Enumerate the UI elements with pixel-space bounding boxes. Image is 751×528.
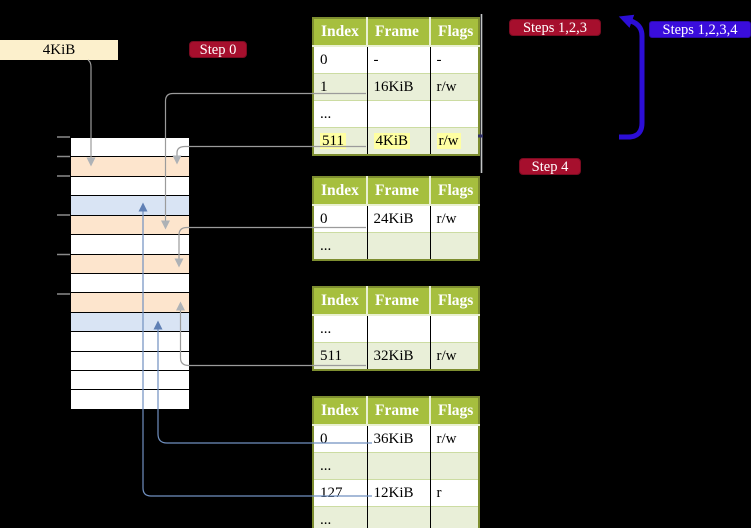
table-cell: [367, 100, 431, 128]
table-header-row: Index Frame Flags: [313, 18, 479, 47]
table-cell: r/w: [430, 127, 479, 155]
memory-row: [71, 371, 189, 391]
steps-123-badge: Steps 1,2,3: [509, 19, 601, 36]
page-size-text: 4KiB: [42, 42, 76, 58]
table-cell: 36KiB: [367, 424, 431, 453]
table-cell: r: [430, 479, 479, 507]
table-row: 1 16KiB r/w: [313, 73, 479, 101]
table-header-row: Index Frame Flags: [313, 397, 479, 426]
column-header: Flags: [430, 18, 479, 47]
table-cell: [367, 232, 431, 260]
table-cell: 16KiB: [367, 73, 431, 101]
memory-row: [71, 390, 189, 409]
table-row: 127 12KiB r: [313, 479, 479, 507]
column-header: Flags: [430, 397, 479, 426]
page-table-level-1: Index Frame Flags 0 36KiB r/w ... 127 12…: [312, 396, 480, 528]
memory-row: [71, 273, 189, 294]
table-cell: 511: [313, 127, 368, 155]
page-table-level-4: Index Frame Flags 0 - - 1 16KiB r/w ... …: [312, 17, 480, 156]
table-cell: r/w: [430, 424, 479, 453]
table-cell: 0: [313, 204, 368, 233]
table-cell: 1: [313, 73, 368, 101]
page-table-level-2: Index Frame Flags ... 511 32KiB r/w: [312, 286, 480, 371]
table-cell: ...: [313, 452, 368, 480]
table-row: 511 32KiB r/w: [313, 342, 479, 370]
table-cell: ...: [313, 314, 368, 343]
column-header: Flags: [430, 287, 479, 316]
memory-row: [71, 196, 189, 216]
table-cell: ...: [313, 100, 368, 128]
table-cell: 4KiB: [367, 127, 431, 155]
table-row: 0 - -: [313, 45, 479, 74]
table-row-highlighted: 511 4KiB r/w: [313, 127, 479, 155]
column-header: Index: [313, 177, 368, 206]
steps-123-text: Steps 1,2,3: [522, 20, 588, 36]
table-cell: [430, 314, 479, 343]
table-cell: 511: [313, 342, 368, 370]
memory-row: [71, 176, 189, 197]
table-cell: 12KiB: [367, 479, 431, 507]
table-cell: r/w: [430, 342, 479, 370]
column-header: Flags: [430, 177, 479, 206]
column-header: Index: [313, 287, 368, 316]
memory-row: [71, 351, 189, 372]
steps-1234-badge: Steps 1,2,3,4: [649, 21, 751, 38]
memory-row: [71, 332, 189, 352]
table-cell: 0: [313, 424, 368, 453]
step-4-badge: Step 4: [519, 158, 581, 175]
memory-row: [71, 157, 189, 177]
column-header: Frame: [367, 397, 431, 426]
table-cell: 0: [313, 45, 368, 74]
step-4-text: Step 4: [531, 159, 569, 175]
memory-row: [71, 235, 189, 255]
step-0-badge: Step 0: [189, 41, 247, 58]
highlighted-value: r/w: [436, 132, 461, 149]
table-cell: ...: [313, 506, 368, 528]
table-cell: [430, 506, 479, 528]
table-cell: [430, 232, 479, 260]
steps-1234-text: Steps 1,2,3,4: [662, 22, 738, 38]
table-row: ...: [313, 452, 479, 480]
physical-memory-column: [70, 137, 190, 410]
page-size-label: 4KiB: [0, 40, 118, 60]
table-cell: 127: [313, 479, 368, 507]
column-header: Frame: [367, 177, 431, 206]
table-row: 0 24KiB r/w: [313, 204, 479, 233]
memory-row: [71, 293, 189, 313]
table-cell: ...: [313, 232, 368, 260]
memory-ticks: [57, 136, 70, 295]
table-cell: [430, 100, 479, 128]
table-cell: [430, 452, 479, 480]
table-cell: -: [430, 45, 479, 74]
memory-row: [71, 215, 189, 236]
column-header: Frame: [367, 287, 431, 316]
table-row: ...: [313, 314, 479, 343]
table-cell: [367, 506, 431, 528]
step-0-text: Step 0: [199, 42, 237, 58]
memory-row: [71, 254, 189, 274]
table-header-row: Index Frame Flags: [313, 287, 479, 316]
table-cell: r/w: [430, 204, 479, 233]
recursion-arrow-icon: [618, 14, 645, 140]
table-cell: [367, 452, 431, 480]
table-cell: 32KiB: [367, 342, 431, 370]
table-row: ...: [313, 506, 479, 528]
table-cell: r/w: [430, 73, 479, 101]
memory-row: [71, 138, 189, 158]
table-cell: 24KiB: [367, 204, 431, 233]
table-cell: [367, 314, 431, 343]
column-header: Index: [313, 18, 368, 47]
highlighted-value: 4KiB: [373, 132, 411, 149]
column-header: Frame: [367, 18, 431, 47]
table-row: ...: [313, 232, 479, 260]
memory-row: [71, 312, 189, 333]
column-header: Index: [313, 397, 368, 426]
table-header-row: Index Frame Flags: [313, 177, 479, 206]
table-row: ...: [313, 100, 479, 128]
table-row: 0 36KiB r/w: [313, 424, 479, 453]
page-table-level-3: Index Frame Flags 0 24KiB r/w ...: [312, 176, 480, 261]
highlighted-value: 511: [320, 132, 346, 149]
table-cell: -: [367, 45, 431, 74]
